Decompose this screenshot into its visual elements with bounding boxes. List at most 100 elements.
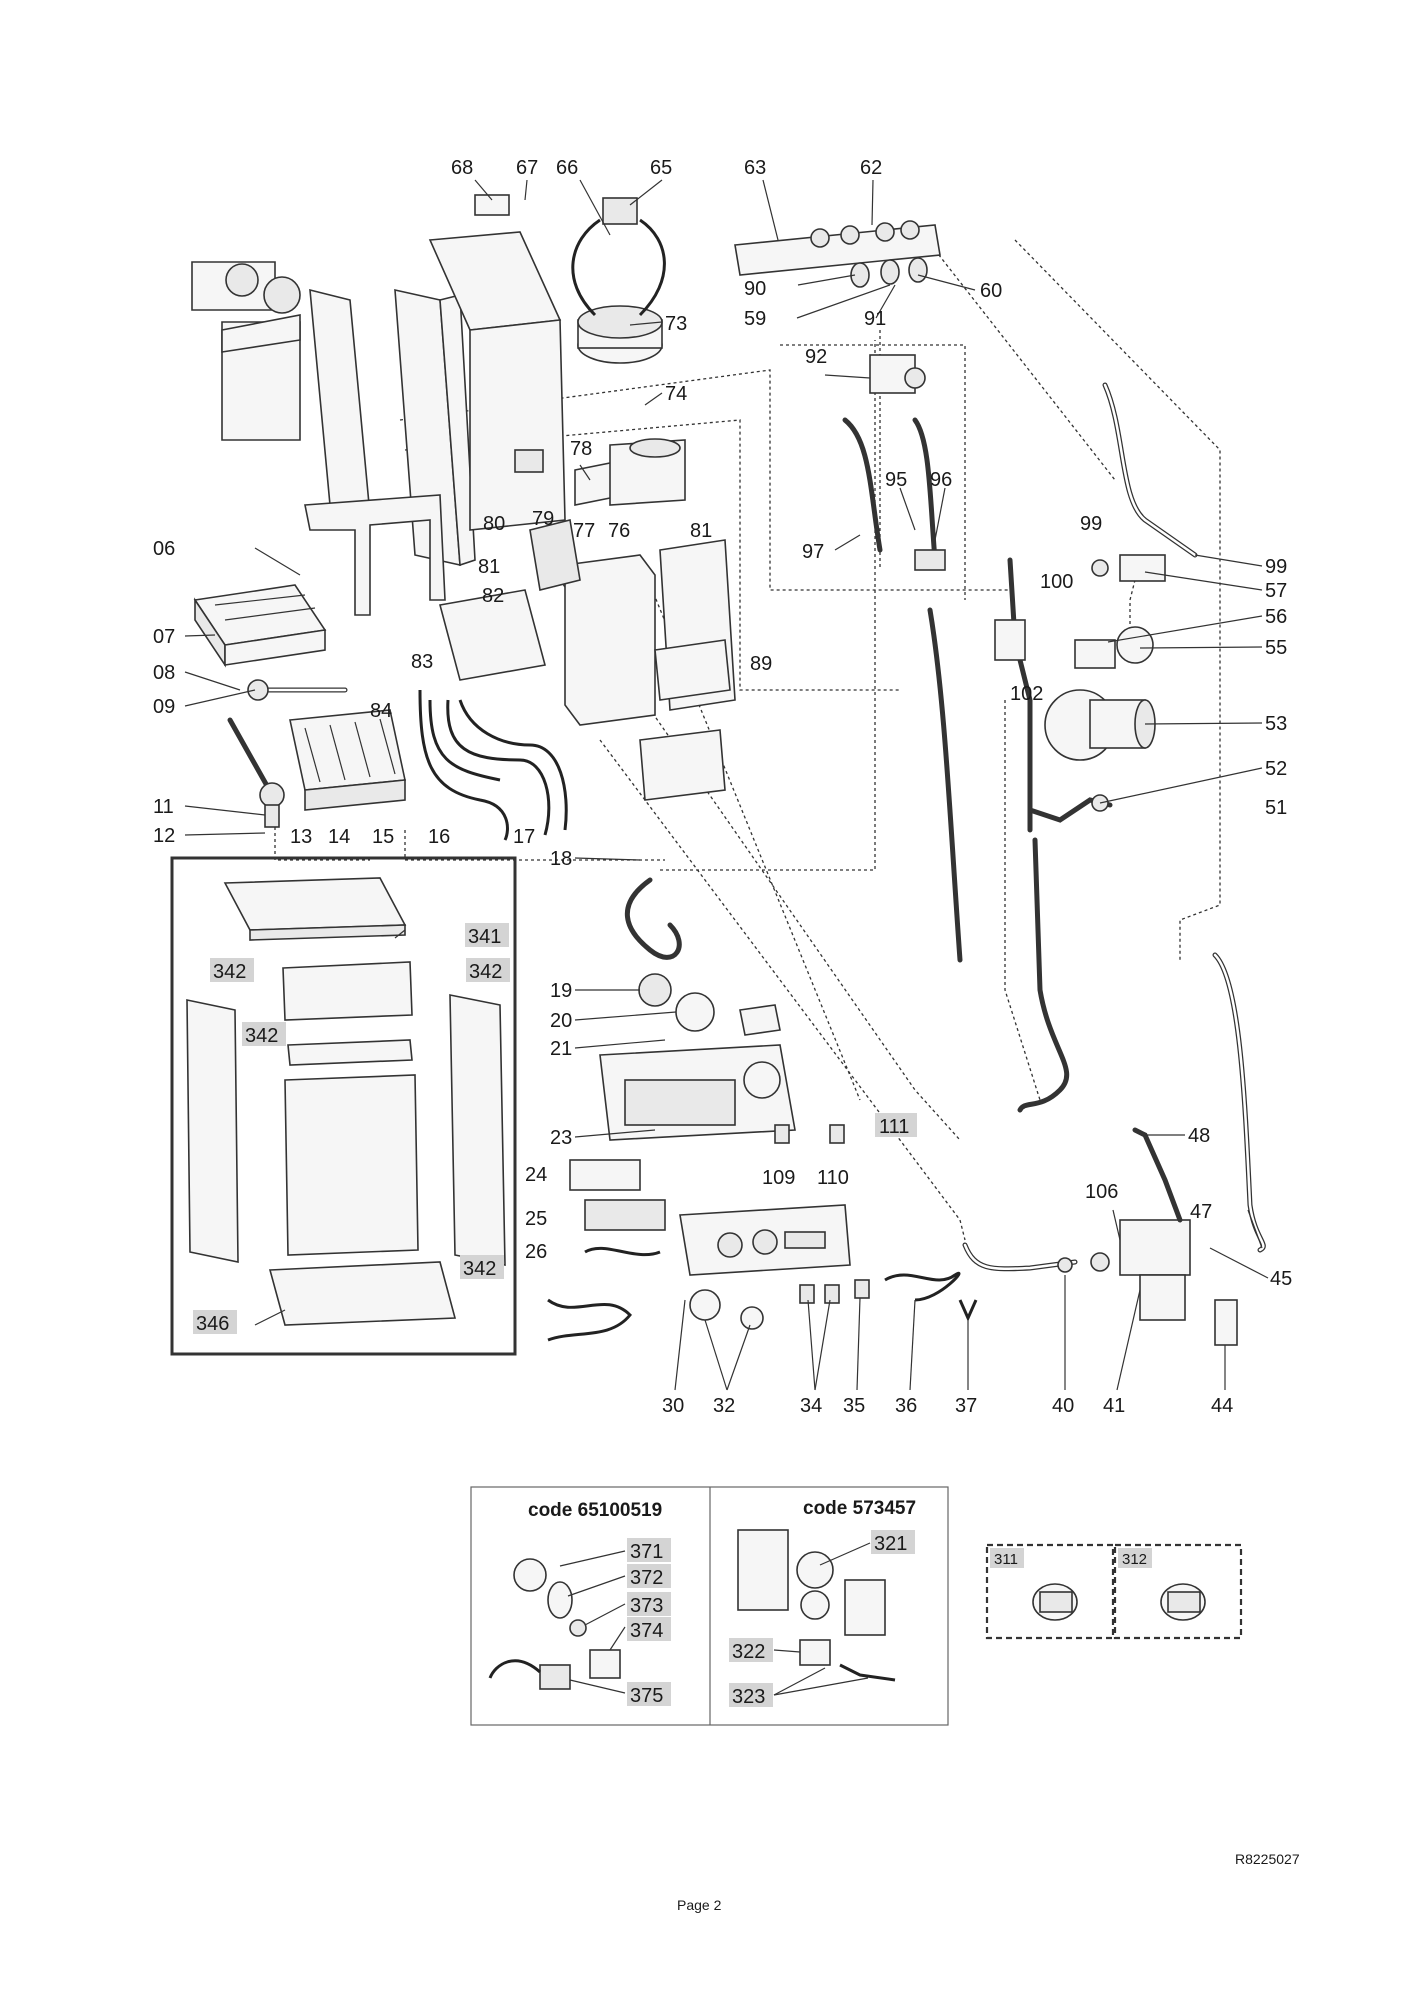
callout-47: 47 <box>1190 1201 1212 1223</box>
callout-110: 110 <box>817 1167 849 1189</box>
callout-35: 35 <box>843 1395 865 1417</box>
return-pipe <box>927 607 1070 1113</box>
kit-left-item-372: 372 <box>630 1567 663 1589</box>
callout-81b: 81 <box>690 520 712 542</box>
callout-99a: 99 <box>1080 513 1102 535</box>
callout-37: 37 <box>955 1395 977 1417</box>
casing-crossbars <box>282 961 413 1066</box>
callout-90: 90 <box>744 278 766 300</box>
callout-100: 100 <box>1040 571 1073 593</box>
callout-17: 17 <box>513 826 535 848</box>
kit-right-item-321: 321 <box>874 1533 907 1555</box>
callout-21: 21 <box>550 1038 572 1060</box>
pcb-board <box>569 1159 666 1257</box>
pipe-99 <box>1102 382 1198 558</box>
bypass-102 <box>994 557 1033 833</box>
callout-41: 41 <box>1103 1395 1125 1417</box>
callout-18: 18 <box>550 848 572 870</box>
spare-kit-box: code 65100519 code 573457 371 372 373 37… <box>470 1486 949 1726</box>
callout-83: 83 <box>411 651 433 673</box>
callout-111: 111 <box>879 1116 909 1138</box>
kit-left-item-374: 374 <box>630 1620 663 1642</box>
kit-left-item-373: 373 <box>630 1595 663 1617</box>
callout-106: 106 <box>1085 1181 1118 1203</box>
pipe-assembly-45-47 <box>1212 952 1266 1253</box>
callout-342-b: 342 <box>469 961 502 983</box>
callout-341: 341 <box>468 926 501 948</box>
option-311: 311 <box>985 1543 1115 1640</box>
callout-81a: 81 <box>478 556 500 578</box>
wire-36 <box>884 1271 961 1302</box>
callout-109: 109 <box>762 1167 795 1189</box>
callout-84: 84 <box>370 700 392 722</box>
kit-right-item-323: 323 <box>732 1686 765 1708</box>
diverter-valve-92 <box>869 354 926 394</box>
circulation-pump-53 <box>1044 689 1156 761</box>
callout-65: 65 <box>650 157 672 179</box>
callout-51: 51 <box>1265 797 1287 819</box>
callout-79: 79 <box>532 508 554 530</box>
callout-76: 76 <box>608 520 630 542</box>
callout-342-d: 342 <box>463 1258 496 1280</box>
casing-side-right <box>449 994 506 1266</box>
control-panel-front <box>679 1204 851 1330</box>
callout-20: 20 <box>550 1010 572 1032</box>
callout-08: 08 <box>153 662 175 684</box>
callout-97: 97 <box>802 541 824 563</box>
bracket-frame <box>304 494 446 616</box>
callout-78: 78 <box>570 438 592 460</box>
callout-36: 36 <box>895 1395 917 1417</box>
callout-92: 92 <box>805 346 827 368</box>
kit-left-item-371: 371 <box>630 1541 663 1563</box>
pipes-97 <box>842 417 946 571</box>
callout-25: 25 <box>525 1208 547 1230</box>
callout-44: 44 <box>1211 1395 1233 1417</box>
casing-front <box>284 1074 419 1256</box>
callout-73: 73 <box>665 313 687 335</box>
callout-45: 45 <box>1270 1268 1292 1290</box>
callout-32: 32 <box>713 1395 735 1417</box>
manifold-13 <box>227 717 285 828</box>
kit-left-item-375: 375 <box>630 1685 663 1707</box>
burner-bar-07 <box>193 584 327 668</box>
callout-66: 66 <box>556 157 578 179</box>
bottom-leaders <box>674 1275 1226 1391</box>
side-panels <box>309 288 476 567</box>
pressure-switch-57 <box>1091 554 1166 582</box>
callout-12: 12 <box>153 825 175 847</box>
ignition-electrode-18 <box>624 877 715 1032</box>
callout-74: 74 <box>665 383 687 405</box>
harness-left <box>547 1298 633 1342</box>
electrode-leads <box>418 689 568 841</box>
fan-assembly <box>474 194 666 364</box>
kit-right-item-322: 322 <box>732 1641 765 1663</box>
callout-56: 56 <box>1265 606 1287 628</box>
page-number: Page 2 <box>677 1897 722 1913</box>
callout-19: 19 <box>550 980 572 1002</box>
callout-55: 55 <box>1265 637 1287 659</box>
pipe-51 <box>1027 794 1113 823</box>
callout-numbers: 68 67 66 65 63 62 90 60 59 91 73 92 74 7… <box>153 157 1292 1417</box>
combustion-chamber <box>439 519 736 801</box>
callout-82: 82 <box>482 585 504 607</box>
callout-24: 24 <box>525 1164 547 1186</box>
callout-40: 40 <box>1052 1395 1074 1417</box>
boiler-casing-back-panel <box>191 261 301 441</box>
option-312-label: 312 <box>1122 1551 1147 1568</box>
callout-63: 63 <box>744 157 766 179</box>
callout-23: 23 <box>550 1127 572 1149</box>
casing-base <box>268 1261 457 1326</box>
callout-67: 67 <box>516 157 538 179</box>
manifold-bar-62 <box>734 220 941 276</box>
flue-hood <box>574 438 686 506</box>
option-312: 312 <box>1113 1543 1243 1640</box>
callout-68: 68 <box>451 157 473 179</box>
heat-exchanger-cover <box>428 231 566 531</box>
callout-77: 77 <box>573 520 595 542</box>
callout-26: 26 <box>525 1241 547 1263</box>
callout-52: 52 <box>1265 758 1287 780</box>
pipe-09 <box>247 679 348 701</box>
drawing-reference: R8225027 <box>1235 1851 1300 1867</box>
callout-59: 59 <box>744 308 766 330</box>
